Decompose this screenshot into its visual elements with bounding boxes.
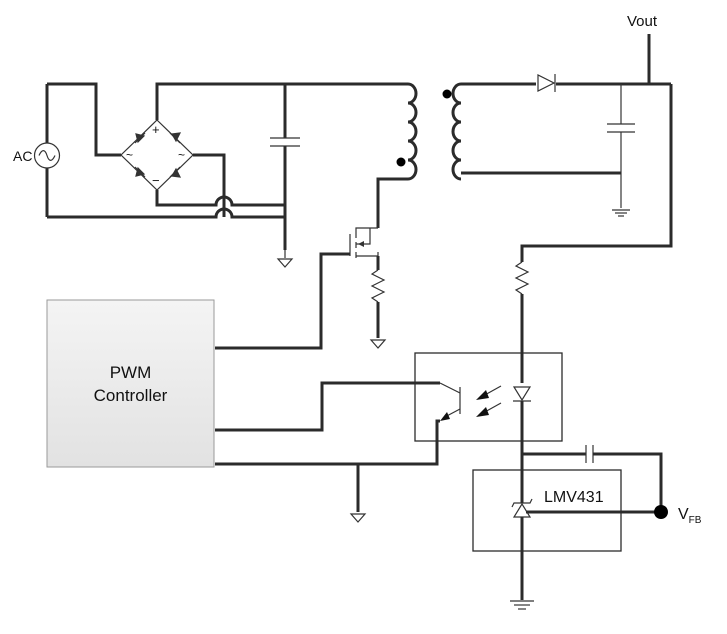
ac-label: AC (13, 148, 32, 164)
comp-cap-right (593, 452, 663, 512)
ground-pwm (349, 513, 367, 523)
gate-wire (215, 252, 350, 350)
bridge-minus-label: − (152, 173, 160, 188)
bridge-minus-wire (155, 190, 285, 207)
optocoupler-led (512, 386, 532, 402)
ground-lmv (510, 600, 534, 610)
ac-top-wire (47, 82, 121, 157)
bridge-ac-left-label: ~ (126, 148, 133, 162)
compensation-capacitor (585, 445, 594, 463)
pwm-controller-box (46, 299, 215, 468)
bridge-ac-right-label: ~ (178, 148, 185, 162)
ac-source (33, 84, 61, 217)
ground-primary (276, 250, 294, 268)
feedback-rail (520, 84, 673, 262)
secondary-dot (442, 89, 452, 99)
ac-bottom-wire (47, 207, 285, 219)
optocoupler-box (414, 352, 563, 442)
primary-dot (396, 157, 406, 167)
opto-emitter-wire (215, 419, 440, 466)
bridge-plus-label: + (152, 122, 160, 137)
optocoupler-light-arrows (476, 385, 502, 417)
bridge-right-wire (193, 153, 226, 217)
bridge-plus-wire (155, 82, 408, 120)
mosfet (349, 227, 379, 258)
vfb-label: VFB (678, 506, 702, 526)
vfb-main: V (678, 506, 689, 523)
secondary-winding (442, 82, 462, 181)
opto-collector-wire (215, 381, 440, 432)
drain-wire (376, 177, 408, 228)
ground-secondary (612, 209, 630, 217)
vfb-subscript: FB (689, 515, 702, 526)
lmv431-label: LMV431 (544, 489, 604, 506)
pwm-label-line1: PWM (110, 363, 152, 382)
vout-label: Vout (627, 13, 658, 30)
feedback-resistor (514, 261, 530, 295)
bulk-capacitor (270, 84, 300, 250)
sense-resistor (370, 256, 386, 338)
ground-sense (369, 339, 387, 349)
optocoupler-transistor (439, 382, 461, 421)
output-diode (537, 74, 556, 92)
output-capacitor (607, 84, 635, 208)
primary-winding (396, 82, 418, 181)
pwm-label-line2: Controller (94, 386, 168, 405)
vfb-node[interactable] (654, 505, 668, 519)
